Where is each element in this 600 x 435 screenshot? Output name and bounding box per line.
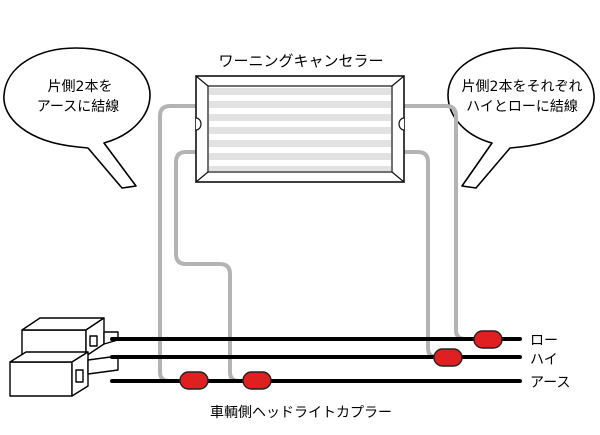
- coupler-label: 車輌側ヘッドライトカプラー: [210, 404, 392, 421]
- warning-canceller-box: [195, 75, 405, 183]
- low-label: ロー: [530, 333, 558, 349]
- earth-label: アース: [530, 375, 570, 391]
- canceller-title: ワーニングキャンセラー: [218, 52, 383, 70]
- lead-left-lower: [174, 150, 257, 383]
- lead-right-lower: [402, 150, 448, 359]
- connector-earth-1: [179, 371, 209, 390]
- right-speech-bubble: 片側2本をそれぞれ ハイとローに結線: [447, 47, 595, 189]
- left-speech-bubble: 片側2本を アースに結線: [3, 47, 151, 189]
- left-bubble-line1: 片側2本を: [48, 79, 113, 95]
- lead-right-upper: [402, 104, 488, 341]
- connector-low: [473, 330, 503, 349]
- right-bubble-line2: ハイとローに結線: [466, 99, 578, 115]
- left-bubble-line2: アースに結線: [37, 99, 119, 115]
- right-bubble-line1: 片側2本をそれぞれ: [462, 79, 583, 95]
- headlight-coupler-icon: [9, 317, 119, 397]
- connector-high: [433, 348, 463, 367]
- high-label: ハイ: [530, 352, 558, 368]
- connector-earth-2: [242, 371, 272, 390]
